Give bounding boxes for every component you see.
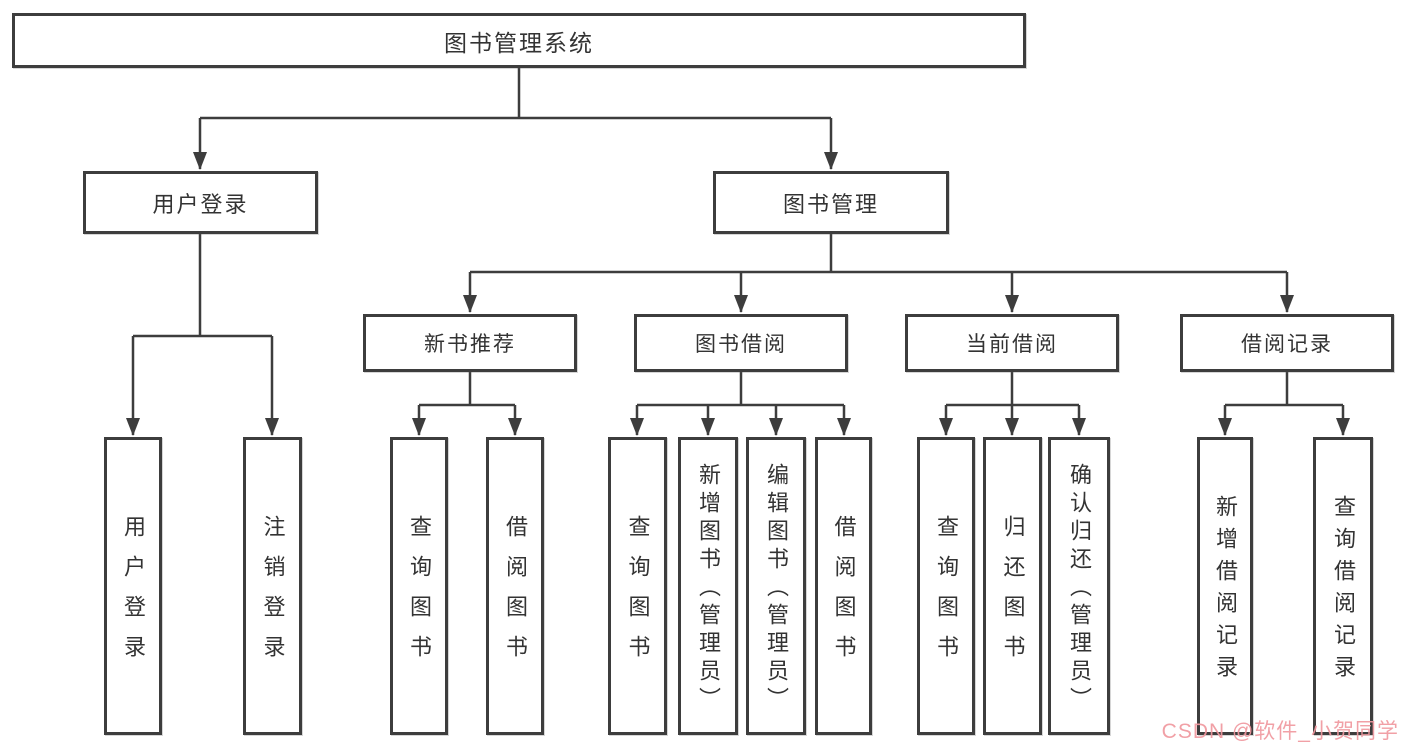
node-label: 归还图书 [1000,515,1026,675]
node-user-login: 用户登录 [83,171,318,234]
node-label: 新书推荐 [424,333,516,356]
node-label: 图书借阅 [695,333,787,356]
node-label: 用户登录 [152,191,249,217]
node-label: 编辑图书（管理员） [764,463,789,715]
watermark-text: CSDN @软件_小贺同学 [1161,720,1399,743]
leaf-query-books-recommend: 查询图书 [390,437,448,735]
node-label: 用户登录 [121,515,146,675]
leaf-logout: 注销登录 [243,437,302,735]
node-new-book-recommendation: 新书推荐 [363,314,577,372]
node-label: 查询借阅记录 [1331,495,1356,687]
leaf-add-borrow-record: 新增借阅记录 [1197,437,1253,735]
leaf-query-books-borrow: 查询图书 [608,437,667,735]
leaf-borrow-books-borrow: 借阅图书 [815,437,872,735]
node-label: 新增图书（管理员） [696,463,721,715]
node-label: 新增借阅记录 [1213,495,1238,687]
leaf-query-books-current: 查询图书 [917,437,975,735]
node-book-borrowing: 图书借阅 [634,314,848,372]
node-label: 借阅图书 [503,515,528,675]
node-library-management-system: 图书管理系统 [12,13,1026,68]
node-label: 借阅记录 [1241,333,1333,356]
node-label: 借阅图书 [831,515,857,675]
node-label: 查询图书 [934,515,959,675]
leaf-edit-book-admin: 编辑图书（管理员） [746,437,806,735]
node-borrowing-records: 借阅记录 [1180,314,1394,372]
node-label: 图书管理系统 [444,29,594,56]
leaf-confirm-return-admin: 确认归还（管理员） [1048,437,1110,735]
leaf-user-login: 用户登录 [104,437,162,735]
node-label: 查询图书 [625,515,651,675]
leaf-borrow-books-recommend: 借阅图书 [486,437,544,735]
node-label: 确认归还（管理员） [1067,463,1092,715]
node-label: 当前借阅 [966,333,1058,356]
node-label: 查询图书 [407,515,432,675]
node-book-management: 图书管理 [713,171,949,234]
leaf-query-borrow-record: 查询借阅记录 [1313,437,1373,735]
leaf-add-book-admin: 新增图书（管理员） [678,437,738,735]
node-label: 图书管理 [782,191,879,217]
node-current-borrowing: 当前借阅 [905,314,1119,372]
leaf-return-book: 归还图书 [983,437,1042,735]
node-label: 注销登录 [260,515,286,675]
